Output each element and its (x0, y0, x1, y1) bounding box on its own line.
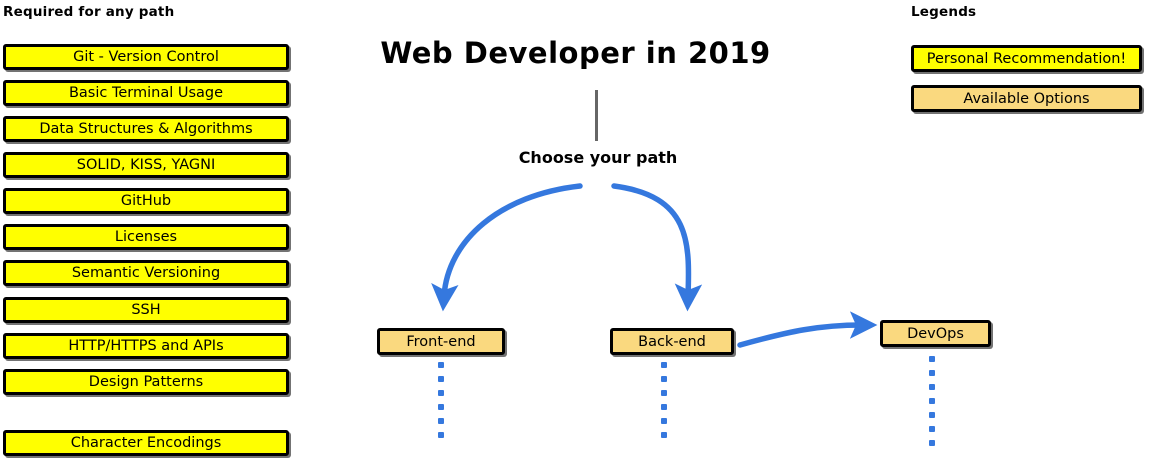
required-item-label: GitHub (120, 193, 172, 209)
required-item-label: SSH (131, 302, 161, 318)
required-item-basic-terminal-usage[interactable]: Basic Terminal Usage (3, 80, 289, 106)
required-section-heading: Required for any path (3, 4, 175, 20)
path-node-backend[interactable]: Back-end (610, 328, 734, 355)
required-item-label: HTTP/HTTPS and APIs (68, 338, 224, 354)
required-item-label: Licenses (114, 229, 178, 245)
path-node-label: DevOps (907, 325, 964, 342)
required-item-ssh[interactable]: SSH (3, 297, 289, 323)
arrow-backend-to-devops (737, 311, 878, 348)
required-item-semantic-versioning[interactable]: Semantic Versioning (3, 260, 289, 286)
arrow-to-frontend (431, 183, 583, 312)
required-item-label: Data Structures & Algorithms (39, 121, 253, 137)
required-item-character-encodings[interactable]: Character Encodings (3, 430, 289, 456)
legends-section-heading: Legends (911, 4, 977, 20)
dotted-continuation-backend (661, 362, 667, 446)
path-node-label: Back-end (638, 333, 706, 350)
required-item-label: Git - Version Control (73, 49, 219, 65)
required-item-licenses[interactable]: Licenses (3, 224, 289, 250)
page-title-text: Web Developer in 2019 (380, 36, 771, 70)
dotted-continuation-frontend (438, 362, 444, 446)
path-node-devops[interactable]: DevOps (880, 320, 991, 347)
required-item-http-https-and-apis[interactable]: HTTP/HTTPS and APIs (3, 333, 289, 359)
required-item-github[interactable]: GitHub (3, 188, 289, 214)
required-item-label: Character Encodings (70, 435, 222, 451)
arrow-to-backend (611, 183, 703, 312)
legend-label: Personal Recommendation! (926, 50, 1127, 67)
choose-path-label: Choose your path (518, 148, 678, 167)
path-node-label: Front-end (406, 333, 476, 350)
required-item-label: SOLID, KISS, YAGNI (76, 157, 216, 173)
required-item-design-patterns[interactable]: Design Patterns (3, 369, 289, 395)
required-item-solid-kiss-yagni[interactable]: SOLID, KISS, YAGNI (3, 152, 289, 178)
path-node-frontend[interactable]: Front-end (377, 328, 505, 355)
title-connector-line (595, 90, 598, 141)
required-item-label: Basic Terminal Usage (68, 85, 224, 101)
page-title: Web Developer in 2019 (0, 36, 1149, 70)
legend-available-options: Available Options (911, 85, 1142, 112)
required-item-label: Design Patterns (88, 374, 204, 390)
legend-personal-recommendation: Personal Recommendation! (911, 45, 1142, 72)
required-item-git-version-control[interactable]: Git - Version Control (3, 44, 289, 70)
required-item-label: Semantic Versioning (71, 265, 221, 281)
legend-label: Available Options (963, 90, 1090, 107)
dotted-continuation-devops (929, 356, 935, 454)
required-item-data-structures-algorithms[interactable]: Data Structures & Algorithms (3, 116, 289, 142)
